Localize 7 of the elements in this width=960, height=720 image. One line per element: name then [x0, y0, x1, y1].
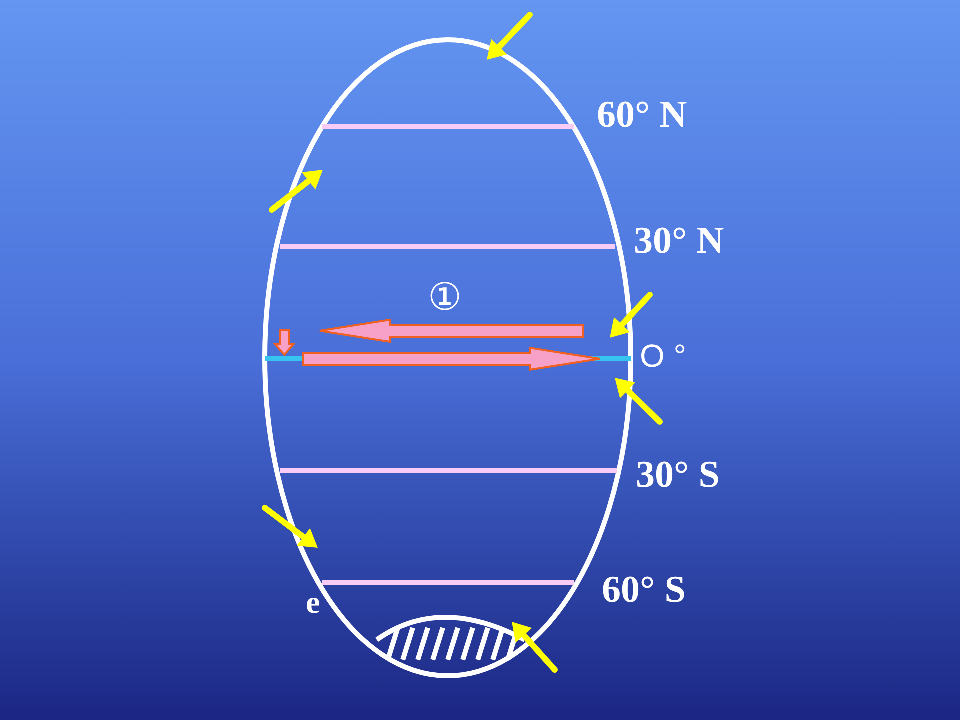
- latitude-label: 60° N: [597, 96, 688, 134]
- latitude-label: 60° S: [602, 571, 686, 609]
- latitude-label: 30° S: [636, 456, 720, 494]
- latitude-label: 30° N: [634, 222, 724, 260]
- circled-number: ①: [428, 278, 462, 316]
- point-label: e: [306, 586, 320, 618]
- latitude-label: O °: [640, 340, 687, 372]
